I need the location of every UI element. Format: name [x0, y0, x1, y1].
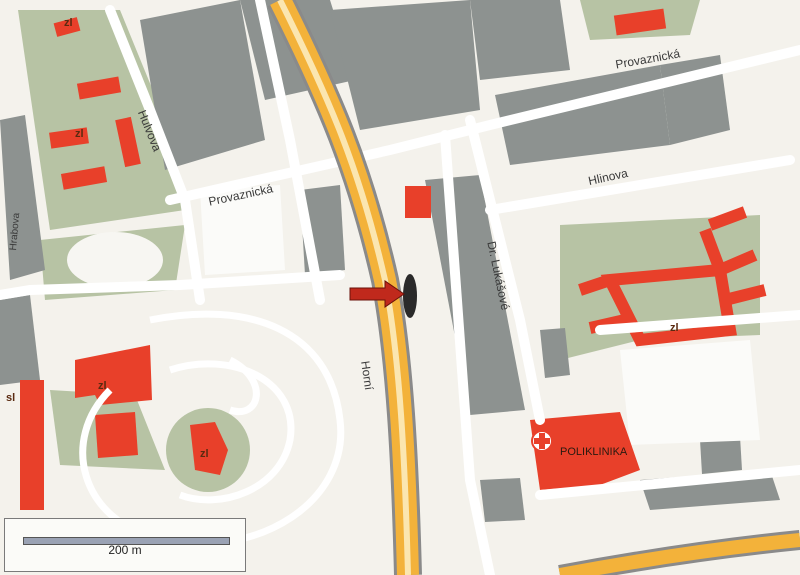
main-road-horni [267, 0, 422, 575]
park-paths [79, 310, 345, 548]
main-road-bottom [558, 530, 800, 575]
scale-bar-graphic [23, 537, 230, 545]
label-zl-1: zl [75, 128, 84, 140]
scale-bar-label: 200 m [108, 543, 142, 557]
location-pin-icon [403, 274, 417, 318]
place-label-poliklinika: POLIKLINIKA [560, 446, 628, 458]
label-zl-4: zl [670, 322, 679, 334]
hospital-cross-icon [531, 430, 553, 452]
red-complex [578, 206, 767, 347]
label-zl-2: zl [98, 380, 107, 392]
red-buildings [20, 8, 667, 510]
location-arrow-icon [349, 280, 405, 308]
label-zl-5: zl [64, 17, 73, 29]
sports-field [67, 232, 163, 288]
scale-bar: 200 m [4, 518, 246, 572]
label-zl-3: zl [200, 448, 209, 460]
label-sl: sl [6, 392, 16, 404]
